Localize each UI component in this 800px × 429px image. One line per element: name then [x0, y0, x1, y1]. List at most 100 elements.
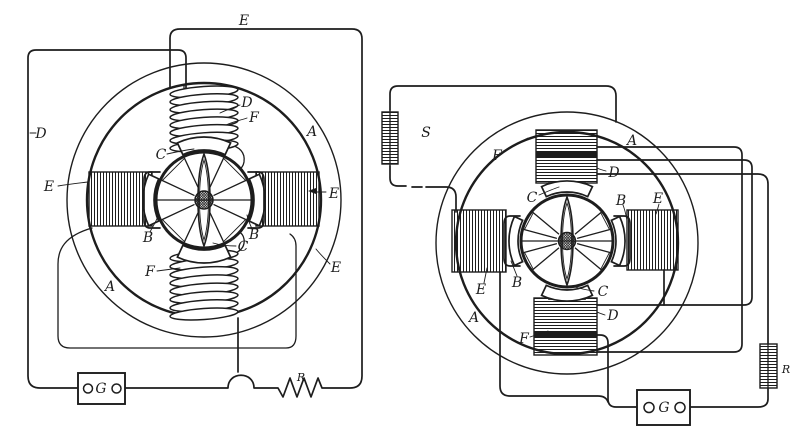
fig1-field-coil-left	[88, 171, 153, 227]
fig2-coil-top-divider	[536, 151, 597, 157]
fig1-label-ring-upper: A	[305, 124, 317, 140]
fig2-label-pole-left-b: B	[511, 275, 522, 291]
fig2-leader-d-top	[596, 167, 607, 172]
fig2-wire-left-coil-drop	[499, 271, 609, 403]
fig2-leader-c-top	[538, 186, 560, 196]
fig1-motor: G E D E A D F C B B C F A E E R	[27, 13, 363, 405]
fig1-wire-inner-loop	[57, 227, 297, 349]
fig1-rotor-spokes	[161, 157, 247, 243]
fig1-generator: G	[77, 372, 126, 405]
fig1-label-wire-top: E	[238, 13, 249, 29]
fig1-leader-b-left	[149, 215, 159, 233]
fig2-rotor-spokes	[523, 212, 611, 270]
fig2-label-coil-top-f: F	[491, 148, 503, 164]
fig2-generator-terminal-left	[643, 401, 655, 414]
fig1-field-coil-right	[255, 171, 320, 227]
fig2-label-coil-bottom-f: F	[518, 331, 530, 347]
fig1-label-pole-left-b: B	[142, 230, 153, 246]
fig1-rotor-shaft	[194, 190, 214, 210]
fig2-coil-bottom-divider	[534, 332, 597, 338]
coil-turn	[169, 307, 239, 321]
fig2-armature-lens-inner	[562, 201, 572, 281]
fig1-leader-d-top	[219, 104, 241, 114]
fig2-wire-generator-left-lead	[596, 334, 638, 408]
fig1-wire-e-loop-with-resistor	[124, 28, 363, 398]
fig2-generator-label: G	[658, 400, 669, 416]
fig2-label-coil-right-e: E	[652, 191, 663, 207]
fig2-motor: G S A F D C B E E B C D F A R	[381, 85, 790, 426]
fig2-wire-generator-right-lead	[689, 387, 769, 408]
fig1-label-pole-top-c: C	[156, 147, 167, 163]
fig1-label-resistor: R	[296, 371, 305, 384]
fig1-leader-f-bottom	[156, 267, 181, 272]
fig1-rotor	[154, 150, 254, 250]
fig1-pole-bracket-right	[247, 171, 265, 229]
fig2-pole-face-bottom	[540, 284, 594, 302]
fig1-rotor-webs	[161, 157, 247, 243]
fig2-stator-ring-outer	[435, 111, 699, 375]
fig1-leader-e-wire	[315, 248, 331, 265]
fig1-label-coil-top-d: D	[240, 95, 252, 111]
fig1-leader-f-top	[225, 117, 248, 126]
fig1-generator-label: G	[95, 381, 106, 397]
fig1-pole-face-right	[248, 173, 266, 227]
fig1-wire-d-loop	[27, 49, 187, 389]
fig2-field-coil-left	[451, 209, 507, 273]
fig1-leader-e-left	[57, 181, 89, 187]
fig1-leader-b-right	[246, 214, 253, 230]
fig2-rotor-shaft	[557, 231, 577, 251]
fig2-label-coil-left-e: E	[475, 282, 486, 298]
fig1-label-pole-bottom-c: C	[238, 239, 249, 255]
fig2-wire-to-resistor	[596, 173, 769, 345]
fig2-wire-s-top	[389, 85, 617, 123]
fig2-label-pole-right-b: B	[615, 193, 626, 209]
fig2-wire-mid-right-loop	[596, 159, 753, 306]
fig2-rotor	[519, 193, 615, 289]
fig2-field-coil-right	[626, 209, 679, 271]
fig1-generator-terminal-left	[82, 383, 94, 394]
fig2-resistor	[759, 343, 778, 389]
fig2-generator-terminal-right	[674, 401, 686, 414]
fig2-pole-face-top	[540, 180, 594, 198]
fig1-pole-face-top	[176, 136, 232, 156]
fig2-label-ring-lower: A	[467, 310, 479, 326]
fig2-label-s: S	[421, 125, 431, 141]
fig2-label-pole-bottom-c: C	[598, 284, 609, 300]
fig1-label-pole-right-b: B	[248, 227, 259, 243]
fig1-pole-face-left	[142, 173, 160, 227]
fig1-label-coil-right-e: E	[328, 186, 339, 202]
fig2-leader-c-bottom	[570, 285, 595, 292]
fig2-leader-e-left	[483, 267, 488, 284]
fig1-generator-terminal-right	[111, 383, 122, 394]
fig2-leader-f-bottom	[529, 330, 549, 338]
fig2-wire-outer-right-loop	[596, 146, 743, 353]
fig1-pole-bracket-left	[143, 171, 161, 229]
fig1-leader-c-bottom	[212, 242, 237, 247]
fig2-pole-bracket-left	[503, 215, 521, 267]
fig2-label-pole-top-c: C	[527, 190, 538, 206]
fig2-generator: G	[636, 389, 691, 426]
fig2-leader-e-right	[655, 203, 660, 215]
fig1-label-coil-bottom-f: F	[144, 264, 156, 280]
fig1-leader-c-top	[166, 148, 195, 155]
fig2-label-resistor: R	[781, 363, 790, 376]
fig2-label-coil-bottom-d: D	[606, 308, 618, 324]
fig1-leader-e-right-arrowhead	[308, 188, 316, 194]
fig2-rotor-webs	[524, 212, 610, 270]
fig1-label-coil-left: E	[43, 179, 54, 195]
fig2-wire-s-to-coil	[425, 186, 457, 213]
fig2-label-coil-top-d: D	[607, 165, 619, 181]
fig1-label-wire-right-e: E	[330, 260, 341, 276]
fig2-coil-bottom-body	[533, 297, 598, 356]
fig2-leader-f-top	[502, 137, 529, 153]
fig2-label-ring-upper: A	[625, 133, 637, 149]
fig1-pole-face-bottom	[176, 244, 232, 264]
fig2-leader-b-right	[622, 204, 628, 221]
fig1-label-wire-left: D	[34, 126, 46, 142]
fig1-armature-lens-inner	[199, 158, 209, 242]
fig1-label-coil-top-f: F	[248, 110, 260, 126]
fig2-leader-d-bottom	[596, 311, 606, 316]
fig2-leader-b-left	[510, 260, 518, 277]
